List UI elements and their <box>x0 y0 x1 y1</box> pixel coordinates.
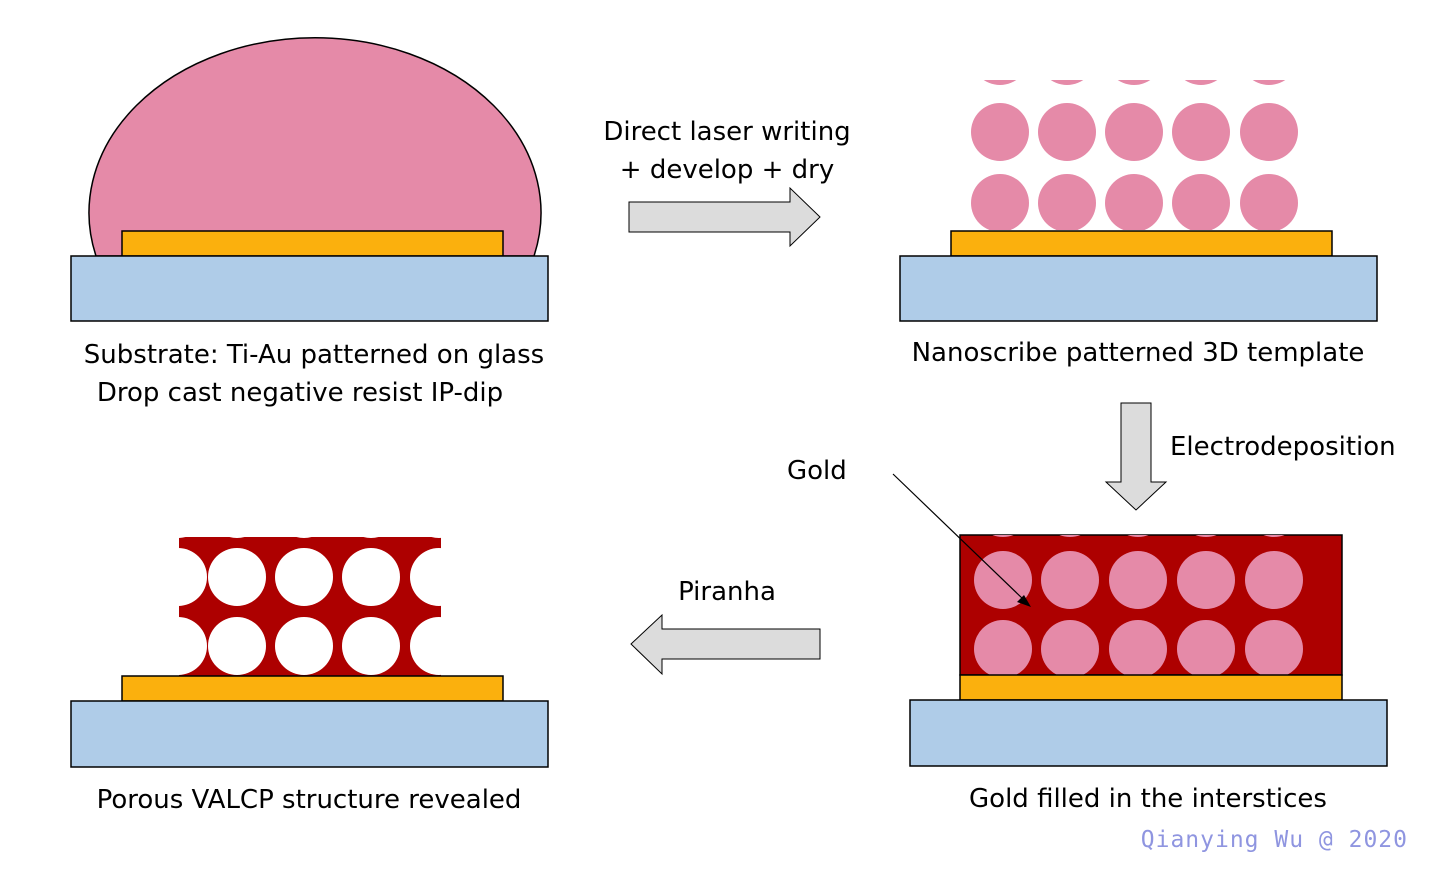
resist-sphere <box>983 80 1017 85</box>
resist-sphere <box>1177 620 1235 675</box>
pore <box>229 537 245 538</box>
resist-sphere <box>1050 80 1084 85</box>
pointer-arrowhead-icon <box>1017 595 1031 607</box>
arrow-electrodeposition: Electrodeposition <box>1104 402 1396 511</box>
resist-sphere <box>971 174 1029 230</box>
step2-caption: Nanoscribe patterned 3D template <box>912 338 1365 368</box>
resist-sphere-array <box>971 80 1298 230</box>
pore-array <box>179 537 441 675</box>
pore <box>363 537 379 538</box>
pore <box>342 617 400 675</box>
pore <box>275 617 333 675</box>
arrow2-label: Electrodeposition <box>1170 432 1396 462</box>
arrow1-label-line1: Direct laser writing <box>603 117 850 147</box>
step4-caption: Porous VALCP structure revealed <box>97 785 522 815</box>
pore <box>410 548 441 606</box>
resist-sphere <box>1252 80 1286 85</box>
down-arrow-icon <box>1104 402 1168 511</box>
step1-drop-cast: Substrate: Ti-Au patterned on glass Drop… <box>70 37 549 408</box>
left-arrow-icon <box>630 613 821 676</box>
resist-sphere <box>1109 620 1167 675</box>
gold-label: Gold <box>787 456 847 486</box>
resist-sphere <box>1117 80 1151 85</box>
step4-porous-structure: Porous VALCP structure revealed <box>70 537 549 815</box>
arrow1-label-line2: + develop + dry <box>620 155 834 185</box>
resist-sphere <box>1263 535 1285 537</box>
porous-gold-lattice <box>179 537 441 677</box>
pore <box>179 548 207 606</box>
resist-sphere <box>1041 620 1099 675</box>
resist-sphere <box>1127 535 1149 537</box>
resist-sphere <box>1041 551 1099 609</box>
watermark: Qianying Wu @ 2020 <box>1141 827 1408 853</box>
pore <box>275 548 333 606</box>
resist-sphere <box>1172 103 1230 161</box>
gold-pointer-line <box>892 473 1025 601</box>
right-arrow-icon <box>628 186 821 248</box>
ti-au-layer <box>950 230 1333 257</box>
resist-sphere <box>1172 174 1230 230</box>
resist-sphere <box>1240 174 1298 230</box>
pore <box>431 537 441 538</box>
ti-au-layer <box>121 230 504 257</box>
pore <box>179 537 186 538</box>
pore <box>179 617 207 675</box>
resist-sphere <box>1245 551 1303 609</box>
arrow-piranha: Piranha <box>630 577 821 676</box>
resist-sphere <box>1195 535 1217 537</box>
resist-sphere <box>1109 551 1167 609</box>
arrow3-label: Piranha <box>678 577 776 607</box>
glass-substrate <box>909 699 1388 767</box>
ti-au-layer <box>959 674 1343 701</box>
resist-sphere <box>1105 103 1163 161</box>
resist-sphere <box>1184 80 1218 85</box>
step1-caption-line1: Substrate: Ti-Au patterned on glass <box>84 340 544 370</box>
arrow-direct-laser-writing: Direct laser writing + develop + dry <box>603 117 851 248</box>
glass-substrate <box>899 255 1378 322</box>
resist-sphere <box>1245 620 1303 675</box>
pore <box>410 617 441 675</box>
resist-sphere <box>1177 551 1235 609</box>
resist-droplet <box>88 37 542 257</box>
glass-substrate <box>70 255 549 322</box>
resist-sphere <box>974 620 1032 675</box>
step2-template: Nanoscribe patterned 3D template <box>899 80 1378 368</box>
resist-sphere <box>1240 103 1298 161</box>
ti-au-layer <box>121 675 504 702</box>
resist-sphere <box>1038 174 1096 230</box>
resist-sphere <box>971 103 1029 161</box>
glass-substrate <box>70 700 549 768</box>
step1-caption-line2: Drop cast negative resist IP-dip <box>97 378 503 408</box>
pore <box>208 617 266 675</box>
resist-sphere-array <box>974 535 1303 675</box>
pore <box>208 548 266 606</box>
step3-caption: Gold filled in the interstices <box>969 784 1327 814</box>
resist-sphere <box>1105 174 1163 230</box>
pore <box>296 537 312 538</box>
pore <box>342 548 400 606</box>
resist-sphere <box>1059 535 1081 537</box>
step3-gold-filled: Gold filled in the interstices Gold <box>787 456 1388 814</box>
resist-sphere <box>1038 103 1096 161</box>
resist-sphere <box>992 535 1014 537</box>
